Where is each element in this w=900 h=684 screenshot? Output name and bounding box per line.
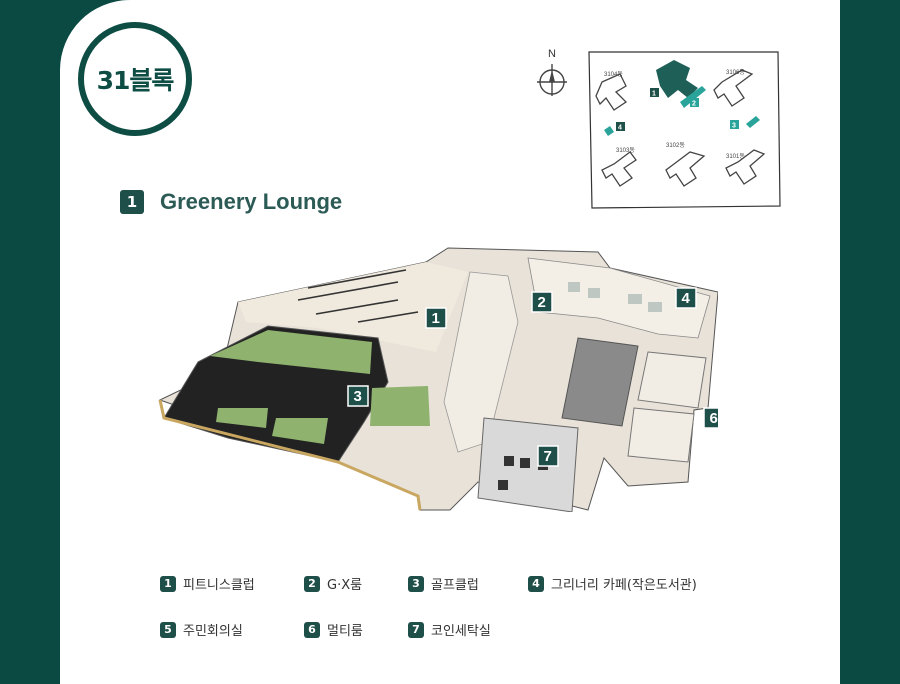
keymap-marker-1: 1 <box>652 91 656 98</box>
block-badge: 31블록 <box>78 22 192 136</box>
legend-label: 주민회의실 <box>183 624 243 639</box>
legend-badge: 5 <box>160 621 176 638</box>
legend-item-laundry: 7 코인세탁실 <box>408 620 491 639</box>
site-key-map: 3104동 3106동 3103동 3102동 3101동 1 2 3 4 <box>588 51 781 209</box>
legend-item-meeting: 5 주민회의실 <box>160 620 243 639</box>
legend-label: 피트니스클럽 <box>183 578 255 593</box>
block-label: 31블록 <box>96 66 175 95</box>
legend-item-multi-room: 6 멀티룸 <box>304 620 363 639</box>
legend-label: 골프클럽 <box>431 578 479 593</box>
keymap-building-3103: 3103동 <box>616 147 635 154</box>
legend-badge: 4 <box>528 575 544 592</box>
keymap-marker-2: 2 <box>692 101 696 108</box>
compass-icon: N <box>537 48 567 98</box>
legend-label: G·X룸 <box>327 578 363 593</box>
legend-label: 코인세탁실 <box>431 624 491 639</box>
plan-marker-1: 1 <box>432 310 440 327</box>
keymap-marker-4: 4 <box>618 125 622 132</box>
legend-label: 멀티룸 <box>327 624 363 639</box>
legend-badge: 3 <box>408 575 424 592</box>
keymap-marker-3: 3 <box>732 123 736 130</box>
compass-north-label: N <box>548 48 556 60</box>
legend-badge: 2 <box>304 575 320 592</box>
keymap-building-3104: 3104동 <box>604 71 623 78</box>
section-title: Greenery Lounge <box>160 189 343 214</box>
legend-item-gx-room: 2 G·X룸 <box>304 574 362 593</box>
legend-item-golf: 3 골프클럽 <box>408 574 479 593</box>
keymap-building-3101: 3101동 <box>726 153 745 160</box>
content-card: 31블록 1 Greenery Lounge N 3 1 <box>60 0 840 684</box>
plan-marker-7: 7 <box>544 448 552 465</box>
legend-label: 그리너리 카페(작은도서관) <box>551 578 697 593</box>
plan-marker-6: 6 <box>710 410 718 427</box>
lounge-floor-plan: 1 2 3 4 5 6 7 <box>158 247 718 512</box>
legend-badge: 1 <box>160 575 176 592</box>
plan-marker-4: 4 <box>682 290 691 307</box>
heading-number-badge: 1 <box>120 190 144 214</box>
plan-marker-2: 2 <box>538 294 546 311</box>
legend-badge: 7 <box>408 621 424 638</box>
section-heading: 1 Greenery Lounge <box>120 189 342 215</box>
legend-item-cafe: 4 그리너리 카페(작은도서관) <box>528 574 697 593</box>
plan-marker-3: 3 <box>354 388 362 405</box>
legend-item-fitness: 1 피트니스클럽 <box>160 574 255 593</box>
keymap-building-3106: 3106동 <box>726 69 745 76</box>
keymap-building-3102: 3102동 <box>666 142 685 149</box>
legend-badge: 6 <box>304 621 320 638</box>
